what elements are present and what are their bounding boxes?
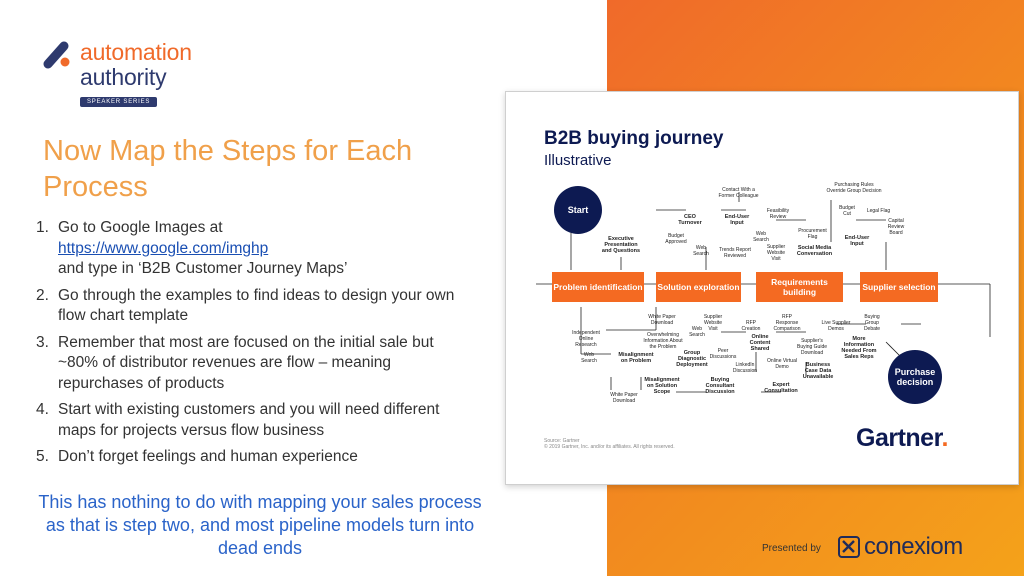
label-case-data: Business Case Data Unavailable — [802, 362, 834, 380]
label-capital: Capital Review Board — [887, 218, 905, 236]
label-virtual-demo: Online Virtual Demo — [767, 358, 797, 370]
automation-authority-logo: automation authority SPEAKER SERIES — [40, 40, 240, 110]
figure-title: B2B buying journey — [544, 128, 724, 149]
label-social: Social Media Conversation — [796, 245, 833, 257]
label-enduser-2: End-User Input — [844, 235, 870, 247]
label-live-demos: Live Supplier Demos — [821, 320, 851, 332]
label-rfp-creation: RFP Creation — [741, 320, 761, 332]
label-whitepaper-2: White Paper Download — [610, 392, 638, 404]
automation-authority-logo-icon — [43, 41, 70, 69]
label-supplier-visit: Supplier Website Visit — [766, 244, 786, 262]
step-item-3: 3. Remember that most are focused on the… — [36, 333, 476, 395]
label-exec: Executive Presentation and Questions — [601, 236, 641, 254]
label-rfp-response: RFP Response Comparison — [773, 314, 801, 332]
logo-wordmark: automation authority — [80, 40, 192, 90]
figure-source: Source: Gartner © 2019 Gartner, Inc. and… — [544, 438, 675, 450]
step-item-1: 1. Go to Google Images at https://www.go… — [36, 218, 476, 280]
gartner-logo: Gartner. — [856, 424, 948, 452]
label-linkedin: LinkedIn Discussion — [732, 362, 758, 374]
start-node: Start — [554, 186, 602, 234]
step-item-5: 5. Don’t forget feelings and human exper… — [36, 447, 476, 468]
google-images-link[interactable]: https://www.google.com/imghp — [58, 239, 269, 257]
logo-line-1: automation — [80, 39, 192, 65]
label-peer: Peer Discussions — [709, 348, 737, 360]
label-whitepaper-1: White Paper Download — [648, 314, 676, 326]
slide-title: Now Map the Steps for Each Process — [43, 135, 413, 203]
figure-subtitle: Illustrative — [544, 152, 612, 169]
label-ceo: CEO Turnover — [678, 214, 702, 226]
step-item-2: 2. Go through the examples to find ideas… — [36, 286, 476, 327]
label-web-search-4: Web Search — [581, 352, 597, 364]
label-supplier-web: Supplier Website Visit — [703, 314, 723, 332]
label-web-search-3: Web Search — [689, 326, 705, 338]
label-group-diagnostic: Group Diagnostic Deployment — [676, 350, 708, 368]
step-number: 4. — [36, 401, 49, 418]
steps-list: 1. Go to Google Images at https://www.go… — [36, 218, 476, 474]
label-independent: Independent Online Research — [572, 330, 600, 348]
callout-text: This has nothing to do with mapping your… — [38, 492, 482, 558]
stage-supplier-selection: Supplier selection — [860, 272, 938, 302]
b2b-journey-figure: B2B buying journey Illustrative Start Pu… — [505, 91, 1019, 485]
label-legal: Legal Flag — [866, 208, 891, 214]
logo-line-2: authority — [80, 64, 167, 90]
label-enduser-1: End-User Input — [724, 214, 750, 226]
label-rules: Purchasing Rules Override Group Decision — [826, 182, 882, 194]
step-text: Go through the examples to find ideas to… — [58, 286, 455, 325]
step-text: Go to Google Images at — [58, 219, 223, 236]
label-feasibility: Feasibility Review — [766, 208, 790, 220]
label-expert: Expert Consultation — [764, 382, 798, 394]
step-number: 2. — [36, 286, 49, 304]
conexiom-logo: conexiom — [838, 533, 963, 560]
purchase-decision-node: Purchase decision — [888, 350, 942, 404]
conexiom-wordmark: conexiom — [864, 533, 963, 560]
label-consultant: Buying Consultant Discussion — [705, 377, 735, 395]
label-trends: Trends Report Reviewed — [719, 247, 751, 259]
step-text: Don’t forget feelings and human experien… — [58, 448, 358, 465]
label-more-info: More Information Needed From Sales Reps — [841, 336, 877, 360]
speaker-series-badge: SPEAKER SERIES — [80, 97, 158, 107]
step-number: 1. — [36, 219, 49, 236]
label-misalignment-1: Misalignment on Problem — [618, 352, 654, 364]
label-budget-approved: Budget Approved — [665, 233, 687, 245]
label-procurement: Procurement Flag — [798, 228, 827, 240]
label-misalignment-2: Misalignment on Solution Scope — [644, 377, 680, 395]
step-text: Remember that most are focused on the in… — [58, 333, 434, 392]
gartner-wordmark: Gartner — [856, 424, 942, 452]
label-buying-guide: Supplier's Buying Guide Download — [796, 338, 828, 356]
step-text: Start with existing customers and you wi… — [58, 401, 440, 439]
label-web-search-1: Web Search — [753, 231, 769, 243]
label-online-content: Online Content Shared — [749, 334, 771, 352]
step-item-4: 4. Start with existing customers and you… — [36, 400, 476, 441]
conexiom-x-icon — [838, 536, 860, 558]
stage-problem-identification: Problem identification — [552, 272, 644, 302]
presented-by-label: Presented by — [762, 543, 821, 554]
stage-solution-exploration: Solution exploration — [656, 272, 741, 302]
label-budget-cut: Budget Cut — [839, 205, 855, 217]
stage-requirements-building: Requirements building — [756, 272, 843, 302]
step-number: 5. — [36, 448, 49, 465]
label-overwhelming: Overwhelming Information About the Probl… — [643, 332, 683, 350]
label-web-search-2: Web Search — [693, 245, 709, 257]
step-number: 3. — [36, 333, 49, 351]
step-text: and type in ‘B2B Customer Journey Maps’ — [58, 260, 348, 277]
label-buying-debate: Buying Group Debate — [863, 314, 881, 332]
label-contact: Contact With a Former Colleague — [718, 187, 759, 199]
